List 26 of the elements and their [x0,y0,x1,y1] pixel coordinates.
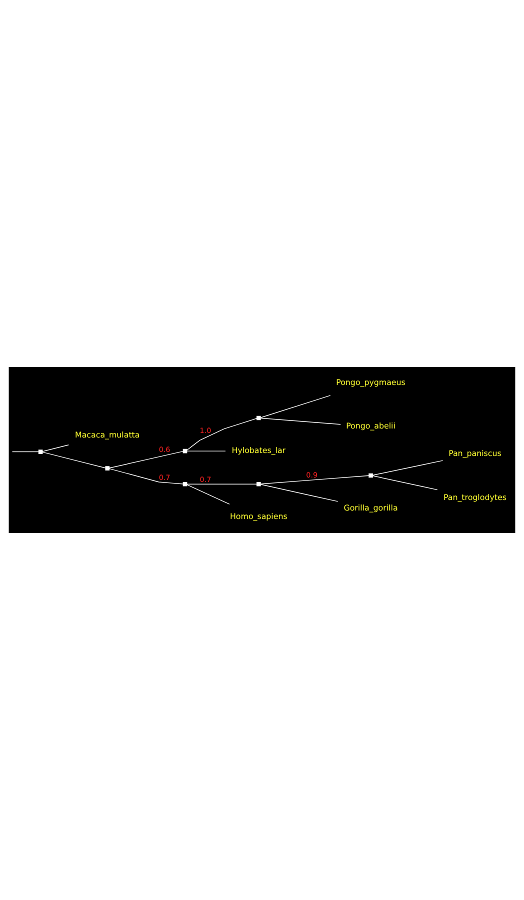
node-box [182,482,188,486]
node-box [256,416,261,420]
connector [260,475,370,484]
connector [109,468,184,484]
connector [372,460,444,476]
connector [12,451,40,452]
edge-label: 0.7 [200,474,212,484]
connector [260,395,331,418]
node-box [256,482,261,486]
connector [109,450,184,468]
edge-label: 0.9 [306,470,318,480]
edge-label: 1.0 [200,426,212,436]
node-box [38,450,43,454]
connector [186,418,258,451]
connector [372,475,438,490]
connector [186,484,230,505]
edge-label: 0.7 [158,472,170,482]
node-box [105,466,110,470]
node-box [182,448,188,454]
connector [260,418,341,425]
connector [260,484,338,502]
node-box [368,473,373,478]
connector [42,444,69,452]
connector [186,450,226,452]
edge-label: 0.6 [158,444,170,454]
connector [42,452,106,468]
